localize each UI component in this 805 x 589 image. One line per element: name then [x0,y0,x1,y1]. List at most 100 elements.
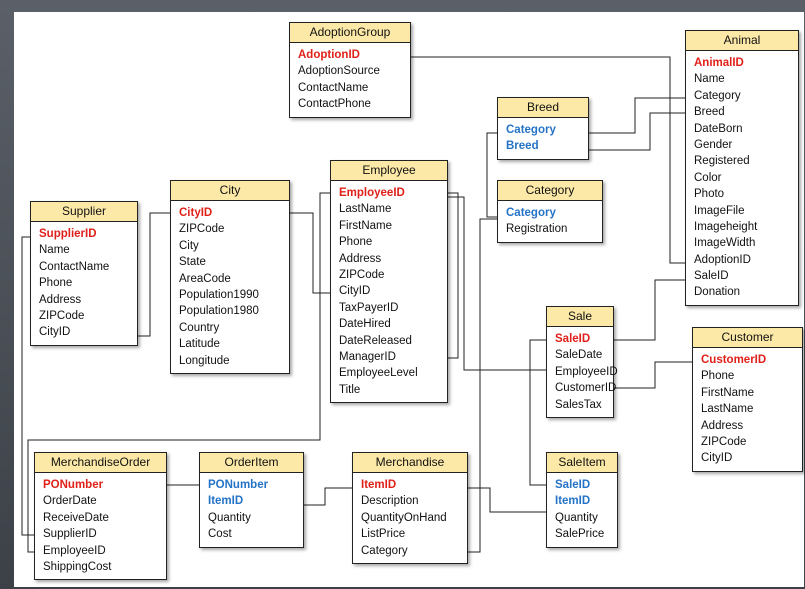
field-breed[interactable]: Breed [506,140,539,153]
field-address[interactable]: Address [339,252,382,265]
field-areacode[interactable]: AreaCode [179,272,231,285]
field-gender[interactable]: Gender [694,138,733,151]
field-imagewidth[interactable]: ImageWidth [694,237,756,250]
field-phone[interactable]: Phone [339,236,373,249]
field-address[interactable]: Address [701,419,744,432]
field-itemid[interactable]: ItemID [361,479,397,491]
field-receivedate[interactable]: ReceiveDate [43,511,109,524]
field-phone[interactable]: Phone [39,277,73,290]
field-address[interactable]: Address [39,293,82,306]
field-saleid[interactable]: SaleID [555,333,591,345]
field-saleid[interactable]: SaleID [694,270,729,283]
field-contactname[interactable]: ContactName [298,81,369,94]
field-category[interactable]: Category [506,207,556,219]
field-latitude[interactable]: Latitude [179,338,220,351]
field-zipcode[interactable]: ZIPCode [339,268,385,281]
field-firstname[interactable]: FirstName [701,386,755,399]
field-customerid[interactable]: CustomerID [555,382,617,395]
field-category[interactable]: Category [506,124,556,136]
field-name[interactable]: Name [694,73,725,86]
field-longitude[interactable]: Longitude [179,354,230,367]
field-zipcode[interactable]: ZIPCode [179,223,225,236]
field-photo[interactable]: Photo [694,188,725,201]
field-lastname[interactable]: LastName [339,203,392,216]
field-managerid[interactable]: ManagerID [339,350,396,363]
field-saleprice[interactable]: SalePrice [555,528,605,541]
field-name[interactable]: Name [39,244,70,257]
field-imageheight[interactable]: Imageheight [694,220,758,233]
field-title[interactable]: Title [339,383,361,396]
field-cityid[interactable]: CityID [701,452,733,465]
field-description[interactable]: Description [361,495,419,508]
field-category[interactable]: Category [361,544,408,557]
field-quantity[interactable]: Quantity [555,511,598,524]
field-datehired[interactable]: DateHired [339,318,391,331]
field-zipcode[interactable]: ZIPCode [39,309,85,322]
field-category[interactable]: Category [694,89,741,102]
field-dateborn[interactable]: DateBorn [694,122,743,135]
field-animalid[interactable]: AnimalID [694,57,744,69]
field-city[interactable]: City [179,239,199,252]
field-shippingcost[interactable]: ShippingCost [43,560,112,573]
field-contactname[interactable]: ContactName [39,260,110,273]
field-taxpayerid[interactable]: TaxPayerID [339,301,399,314]
field-employeelevel[interactable]: EmployeeLevel [339,367,418,380]
field-quantity[interactable]: Quantity [208,511,251,524]
field-quantityonhand[interactable]: QuantityOnHand [361,511,447,524]
field-firstname[interactable]: FirstName [339,219,393,232]
field-state[interactable]: State [179,256,206,269]
field-employeeid[interactable]: EmployeeID [339,187,405,199]
field-color[interactable]: Color [694,171,722,184]
table-title: Merchandise [353,453,467,473]
field-adoptionid[interactable]: AdoptionID [694,253,751,266]
field-registration[interactable]: Registration [506,223,568,236]
field-adoptionsource[interactable]: AdoptionSource [298,65,380,78]
field-cost[interactable]: Cost [208,528,232,541]
field-population1990[interactable]: Population1990 [179,288,259,301]
field-phone[interactable]: Phone [701,370,735,383]
field-itemid[interactable]: ItemID [208,495,244,508]
field-cityid[interactable]: CityID [39,326,71,339]
field-saleid[interactable]: SaleID [555,479,591,491]
field-customerid[interactable]: CustomerID [701,354,767,366]
field-zipcode[interactable]: ZIPCode [701,435,747,448]
field-ponumber[interactable]: PONumber [43,479,104,491]
field-imagefile[interactable]: ImageFile [694,204,745,217]
field-employeeid[interactable]: EmployeeID [555,365,618,378]
field-employeeid[interactable]: EmployeeID [43,544,106,557]
field-listprice[interactable]: ListPrice [361,528,406,541]
field-salestax[interactable]: SalesTax [555,398,602,411]
field-datereleased[interactable]: DateReleased [339,334,412,347]
field-supplierid[interactable]: SupplierID [43,528,97,541]
field-lastname[interactable]: LastName [701,403,754,416]
field-donation[interactable]: Donation [694,286,741,299]
field-country[interactable]: Country [179,321,220,334]
field-adoptionid[interactable]: AdoptionID [298,49,360,61]
field-orderdate[interactable]: OrderDate [43,495,97,508]
field-population1980[interactable]: Population1980 [179,305,259,318]
field-ponumber[interactable]: PONumber [208,479,269,491]
field-registered[interactable]: Registered [694,155,750,168]
field-contactphone[interactable]: ContactPhone [298,98,371,111]
field-breed[interactable]: Breed [694,106,725,119]
field-cityid[interactable]: CityID [179,207,213,219]
field-itemid[interactable]: ItemID [555,495,591,508]
field-cityid[interactable]: CityID [339,285,371,298]
field-saledate[interactable]: SaleDate [555,349,603,362]
field-supplierid[interactable]: SupplierID [39,228,97,240]
